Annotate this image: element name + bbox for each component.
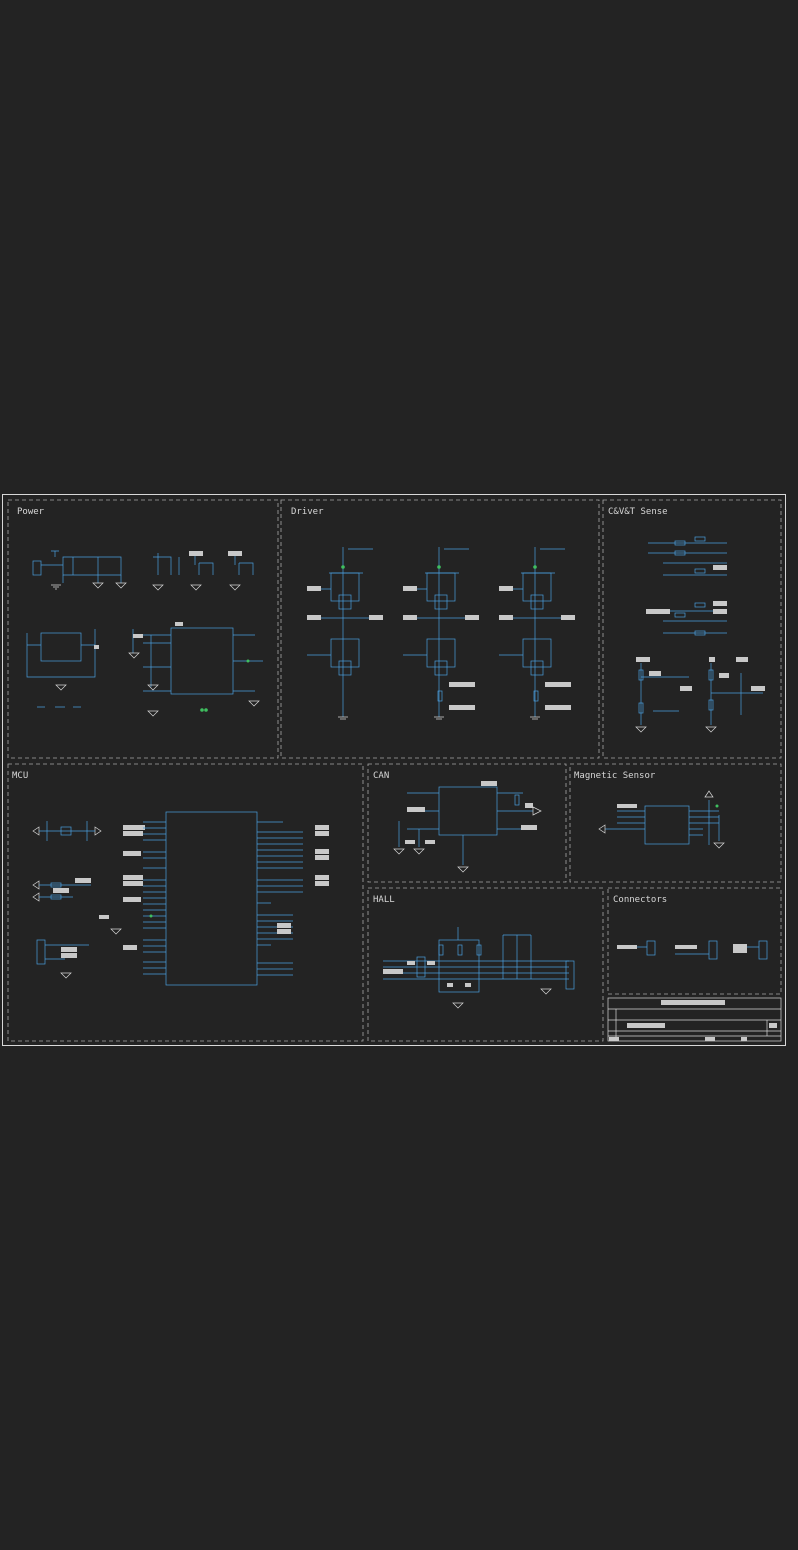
connectors-frame (607, 887, 782, 995)
title-block (607, 997, 782, 1042)
connectors-title: Connectors (613, 895, 667, 905)
hall-title: HALL (373, 895, 395, 905)
driver-title: Driver (291, 507, 324, 517)
schematic-sheet: Power Driver C&V&T Sense MCU CAN Magneti… (2, 494, 786, 1046)
mcu-chip (165, 811, 258, 986)
connectors-circuit (617, 940, 768, 960)
can-frame (367, 763, 567, 883)
sense-frame (602, 499, 782, 759)
hall-circuit (383, 927, 575, 1009)
sense-title: C&V&T Sense (608, 507, 668, 517)
power-title: Power (17, 507, 45, 517)
driver-frame (280, 499, 600, 759)
magnetic-circuit (598, 790, 725, 849)
power-circuit (26, 550, 263, 717)
driver-circuit (307, 547, 575, 720)
can-title: CAN (373, 771, 389, 781)
schematic-canvas: Power Driver C&V&T Sense MCU CAN Magneti… (7, 499, 782, 1042)
can-circuit (393, 781, 542, 873)
mcu-circuit (32, 811, 329, 986)
magnetic-encoder-chip (644, 805, 690, 845)
can-transceiver (438, 786, 498, 836)
mcu-title: MCU (12, 771, 28, 781)
magnetic-frame (569, 763, 782, 883)
hall-frame (367, 887, 604, 1042)
magnetic-title: Magnetic Sensor (574, 771, 656, 781)
mcu-frame (7, 763, 364, 1042)
power-frame (7, 499, 279, 759)
sense-circuit (635, 536, 765, 733)
